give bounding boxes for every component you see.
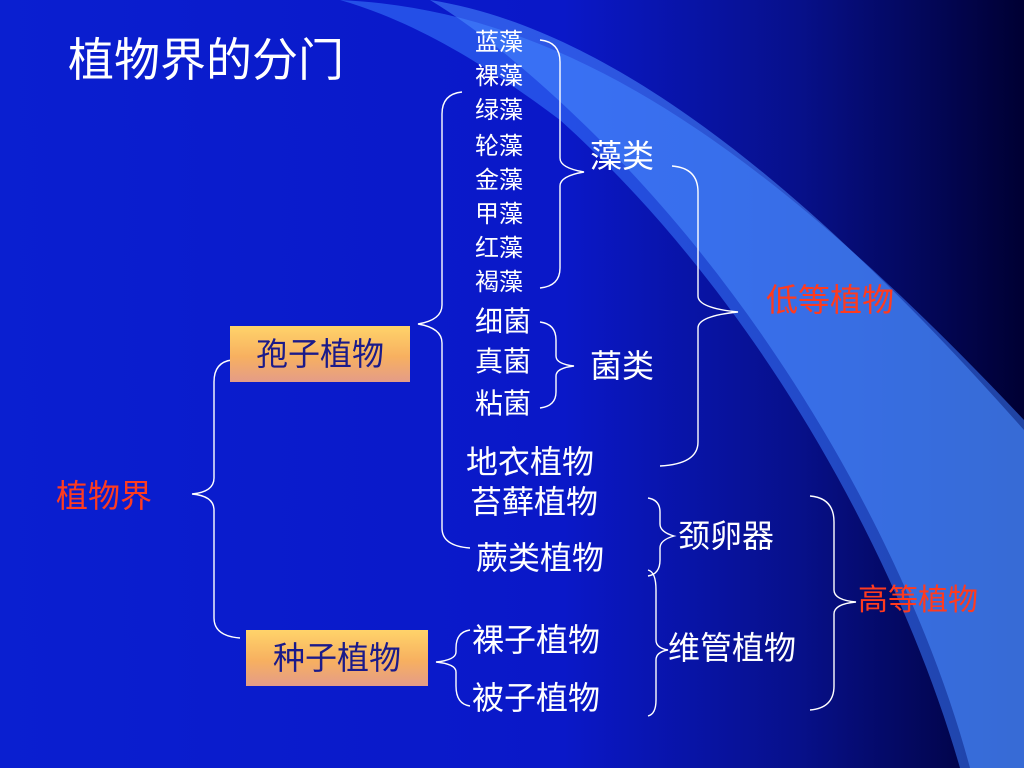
fungi-item-2: 真菌 bbox=[475, 345, 532, 378]
fern-label: 蕨类植物 bbox=[476, 539, 605, 577]
algae-item-1: 蓝藻 bbox=[475, 28, 523, 56]
algae-item-7: 红藻 bbox=[475, 234, 523, 262]
algae-item-6: 甲藻 bbox=[475, 200, 523, 228]
algae-item-8: 褐藻 bbox=[475, 268, 523, 296]
algae-item-3: 绿藻 bbox=[475, 96, 523, 124]
algae-item-4: 轮藻 bbox=[475, 132, 523, 160]
higher-plants-label: 高等植物 bbox=[858, 583, 978, 618]
fungi-item-3: 粘菌 bbox=[475, 387, 532, 420]
algae-group-label: 藻类 bbox=[590, 137, 655, 175]
lower-plants-label: 低等植物 bbox=[766, 281, 895, 319]
fungi-item-1: 细菌 bbox=[475, 305, 532, 338]
archegonium-label: 颈卵器 bbox=[678, 517, 775, 555]
algae-item-2: 裸藻 bbox=[475, 62, 523, 90]
seed-plants-box: 种子植物 bbox=[246, 630, 428, 686]
angiosperm-label: 被子植物 bbox=[472, 679, 601, 717]
gymnosperm-label: 裸子植物 bbox=[472, 621, 601, 659]
moss-label: 苔藓植物 bbox=[470, 483, 599, 521]
fungi-group-label: 菌类 bbox=[590, 347, 655, 385]
page-title: 植物界的分门 bbox=[68, 33, 344, 87]
plant-kingdom-label: 植物界 bbox=[56, 477, 153, 515]
lichen-label: 地衣植物 bbox=[466, 443, 595, 481]
spore-plants-box: 孢子植物 bbox=[230, 326, 410, 382]
algae-item-5: 金藻 bbox=[475, 166, 523, 194]
vascular-plants-label: 维管植物 bbox=[668, 629, 797, 667]
